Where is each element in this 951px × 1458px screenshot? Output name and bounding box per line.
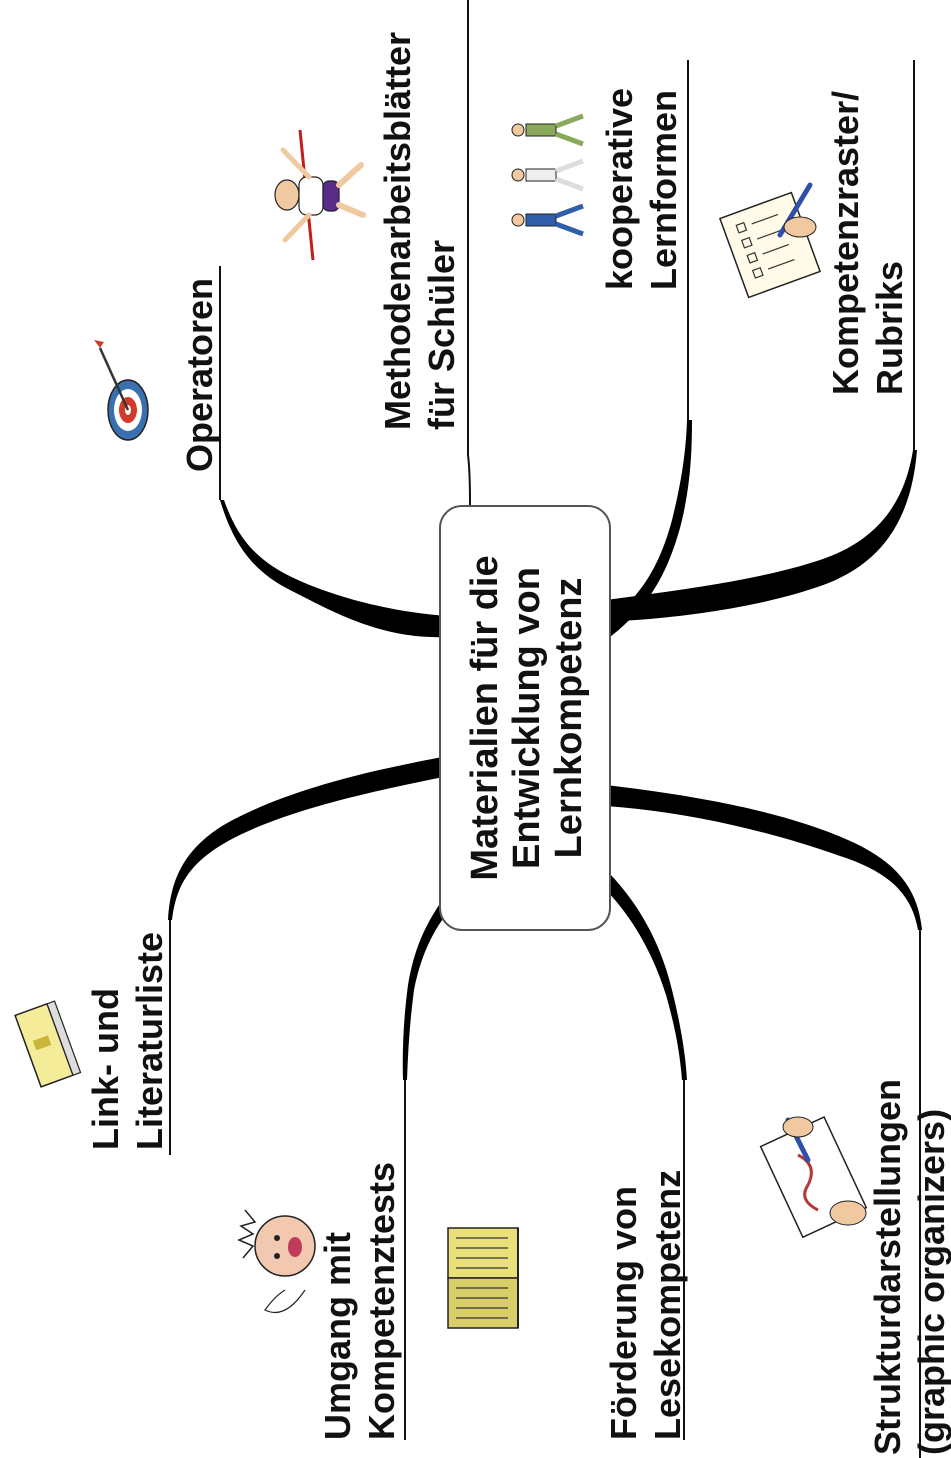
branch-operatoren: [220, 500, 448, 638]
label-methoden-line-2: für Schüler: [421, 240, 462, 430]
center-line-3: Lernkompetenz: [548, 578, 590, 859]
label-kooperative: kooperative Lernformen: [599, 88, 684, 290]
label-struktur: Strukturdarstellungen (graphic organizer…: [867, 1079, 951, 1455]
label-kompetenzraster: Kompetenzraster/ Rubriks: [825, 91, 910, 395]
label-foerderung-line-2: Lesekompetenz: [647, 1170, 688, 1440]
label-operatoren: Operatoren: [179, 278, 220, 472]
label-methoden-line-1: Methodenarbeitsblätter: [377, 32, 418, 430]
label-link-line-1: Link- und: [85, 988, 126, 1150]
book-icon: [14, 1000, 82, 1088]
label-kooperative-line-1: kooperative: [599, 88, 640, 290]
label-foerderung-line-1: Förderung von: [603, 1186, 644, 1440]
label-link-line-2: Literaturliste: [129, 932, 170, 1150]
label-kompetenzraster-line-2: Rubriks: [869, 261, 910, 395]
branch-umgang: [402, 892, 448, 1080]
drawing-hand-icon: [759, 1116, 868, 1239]
group-of-people-icon: [511, 113, 584, 237]
checklist-pen-icon: [718, 182, 822, 299]
label-umgang: Umgang mit Kompetenztests: [317, 1162, 402, 1440]
label-lines: [169, 0, 921, 1458]
branch-kompetenzraster: [606, 450, 917, 622]
branch-foerderung: [606, 870, 687, 1080]
label-foerderung: Förderung von Lesekompetenz: [603, 1170, 688, 1440]
open-book-icon: [447, 1227, 519, 1329]
label-struktur-line-1: Strukturdarstellungen: [867, 1079, 908, 1455]
branch-struktur: [606, 785, 922, 930]
label-operatoren-line-1: Operatoren: [179, 278, 220, 472]
branch-methoden: [467, 454, 471, 506]
label-methoden: Methodenarbeitsblätter für Schüler: [377, 32, 462, 430]
label-umgang-line-2: Kompetenztests: [361, 1162, 402, 1440]
label-kooperative-line-2: Lernformen: [643, 90, 684, 290]
label-struktur-line-2: (graphic organizers): [911, 1109, 951, 1455]
stressed-face-icon: [237, 1209, 316, 1314]
label-umgang-line-1: Umgang mit: [317, 1232, 358, 1440]
center-line-2: Entwicklung von: [506, 567, 548, 869]
target-arrow-icon: [94, 340, 149, 441]
branch-link: [168, 756, 448, 920]
center-node: Materialien für die Entwicklung von Lern…: [439, 505, 611, 931]
label-link: Link- und Literaturliste: [85, 932, 170, 1150]
runner-finish-line-icon: [274, 129, 366, 261]
center-line-1: Materialien für die: [464, 555, 506, 880]
label-kompetenzraster-line-1: Kompetenzraster/: [825, 91, 866, 395]
